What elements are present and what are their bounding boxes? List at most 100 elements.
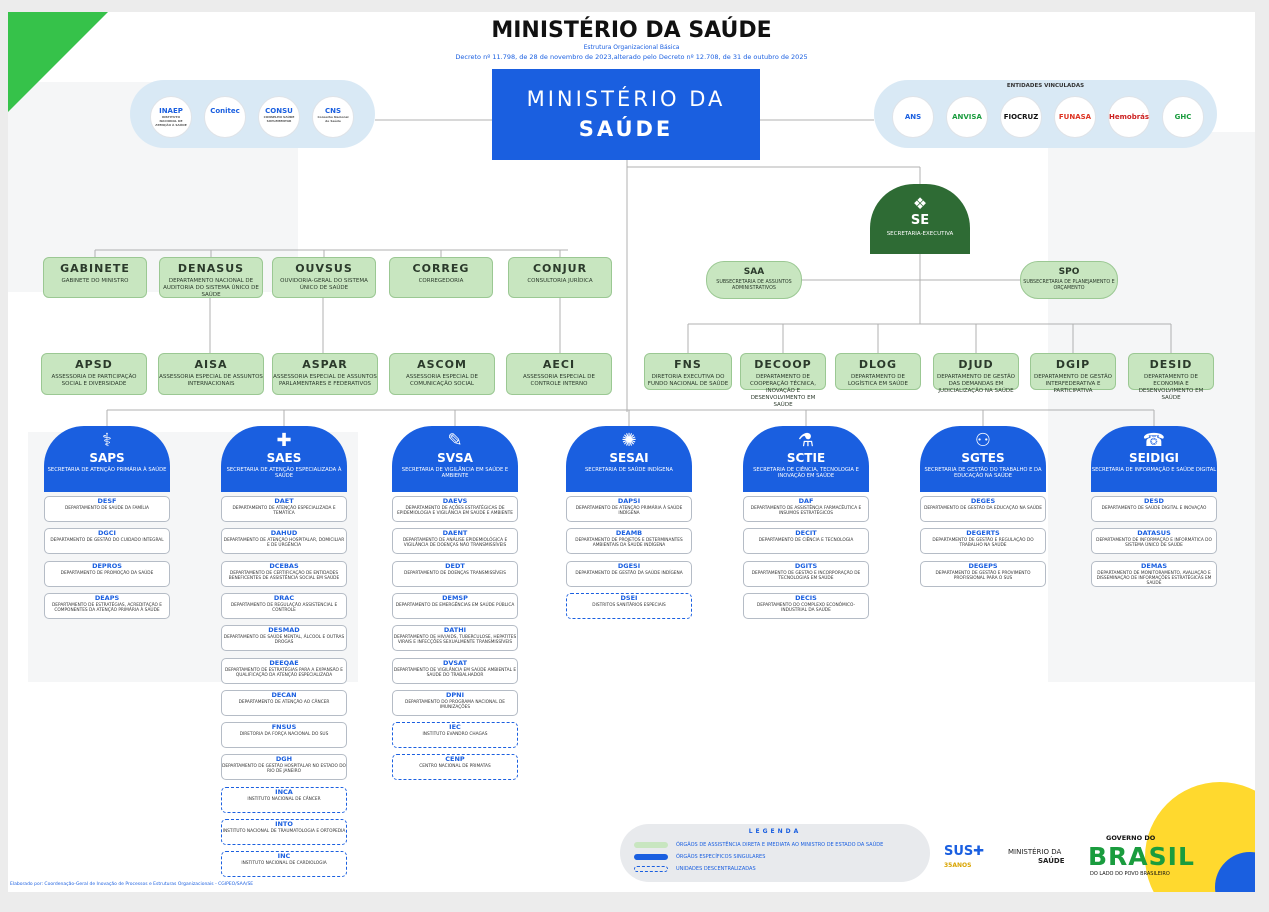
dept-acronym: DAHUD <box>270 529 298 538</box>
secretaria-sesai: ✺SESAI SECRETARIA DE SAÚDE INDÍGENA <box>566 426 692 492</box>
council-logo-label: INAEP <box>159 107 183 115</box>
council-logo-label: CNS <box>324 107 342 115</box>
secretaria-name: SGTES <box>961 451 1005 465</box>
dept-desc: DEPARTAMENTO DE INFORMAÇÃO E INFORMÁTICA… <box>1096 538 1212 549</box>
dept-desc: DEPARTAMENTO DE SAÚDE DIGITAL E INOVAÇÃO <box>1101 506 1207 511</box>
dept-desc: DEPARTAMENTO DO COMPLEXO ECONÔMICO-INDUS… <box>756 602 856 613</box>
dept-acronym: DGITS <box>794 561 818 570</box>
secretaria-desc: SECRETARIA DE GESTÃO DO TRABALHO E DA ED… <box>924 467 1042 479</box>
secretaria-desc: SECRETARIA DE ATENÇÃO PRIMÁRIA À SAÚDE <box>47 467 167 473</box>
unit-ouvsus-name: OUVSUS <box>295 262 353 275</box>
entity-logo-funasa[interactable]: FUNASA <box>1054 96 1096 138</box>
unit-correg-name: CORREG <box>412 262 470 275</box>
dept-desc: DEPARTAMENTO DE ATENÇÃO HOSPITALAR, DOMI… <box>223 538 345 549</box>
dept-desc: DEPARTAMENTO DE GESTÃO DA SAÚDE INDÍGENA <box>575 570 683 576</box>
sus-years: 35ANOS <box>944 862 972 869</box>
linked-entities-title: ENTIDADES VINCULADAS <box>1006 83 1085 89</box>
dept-desc: DEPARTAMENTO DE AÇÕES ESTRATÉGICAS DE EP… <box>397 506 513 516</box>
legend-swatch-green <box>634 842 668 848</box>
dept-desc: INSTITUTO NACIONAL DE CÂNCER <box>247 796 321 802</box>
secretaria-name: SVSA <box>437 451 473 465</box>
sesai-icon: ✺ <box>621 430 637 451</box>
dept-acronym: DSEI <box>620 593 638 602</box>
unit-gabinete-name: GABINETE <box>60 262 130 275</box>
unit-conjur-desc: CONSULTORIA JURÍDICA <box>527 278 593 284</box>
council-logo-sub: INSTITUTO NACIONAL DE ATENÇÃO À SAÚDE <box>155 115 187 127</box>
decree-text: Decreto nº 11.798, de 28 de novembro de … <box>455 53 808 61</box>
sus-label: SUS <box>944 844 974 859</box>
se-unit-desid-name: DESID <box>1149 358 1193 371</box>
legend-item-3: UNIDADES DESCENTRALIZADAS <box>676 866 756 872</box>
pill-desc: SUBSECRETARIA DE ASSUNTOS ADMINISTRATIVO… <box>716 280 792 291</box>
dept-acronym: DAENT <box>442 529 468 538</box>
svsa-icon: ✎ <box>447 430 463 451</box>
se-unit-fns-name: FNS <box>674 358 702 371</box>
dept-acronym: DAPSI <box>617 497 641 505</box>
dept-acronym: DEGEPS <box>968 561 998 570</box>
dept-desc: DEPARTAMENTO DE GESTÃO DA EDUCAÇÃO NA SA… <box>924 506 1042 511</box>
se-unit-decoop-desc: DEPARTAMENTO DE COOPERAÇÃO TÉCNICA, INOV… <box>750 374 816 408</box>
dept-acronym: DAET <box>274 497 294 505</box>
ministry-footer-line2: SAÚDE <box>1038 857 1065 865</box>
gov-brasil-logo: BRASIL <box>1088 842 1195 871</box>
dept-desc: DEPARTAMENTO DE ESTRATÉGIAS, ACREDITAÇÃO… <box>51 602 163 613</box>
dept-acronym: DESF <box>97 497 117 505</box>
secretaria-name: SESAI <box>609 451 649 465</box>
secretaria-desc: SECRETARIA DE SAÚDE INDÍGENA <box>585 467 673 473</box>
entity-logo-ghc[interactable]: GHC <box>1162 96 1204 138</box>
entity-logo-fiocruz[interactable]: FIOCRUZ <box>1000 96 1042 138</box>
dept-desc: DEPARTAMENTO DE GESTÃO E REGULAÇÃO DO TR… <box>932 538 1034 549</box>
puzzle-icon: ❖ <box>912 194 928 213</box>
entity-logo-anvisa[interactable]: ANVISA <box>946 96 988 138</box>
dept-acronym: DAEVS <box>442 497 468 505</box>
unit-ascom-desc: ASSESSORIA ESPECIAL DE COMUNICAÇÃO SOCIA… <box>406 374 478 387</box>
entity-logo-hemobrás[interactable]: Hemobrás <box>1108 96 1150 138</box>
legend-swatch-blue <box>634 854 668 860</box>
legend-title: LEGENDA <box>748 828 802 835</box>
sgtes-icon: ⚇ <box>974 430 992 451</box>
dept-desc: DEPARTAMENTO DE ASSISTÊNCIA FARMACÊUTICA… <box>750 506 862 516</box>
dept-acronym: DEEQAE <box>269 658 299 667</box>
dept-desc: DEPARTAMENTO DE GESTÃO E PROVIMENTO PROF… <box>935 570 1031 581</box>
entity-logo-ans[interactable]: ANS <box>892 96 934 138</box>
dept-acronym: DEAPS <box>94 593 120 602</box>
page-title: MINISTÉRIO DA SAÚDE <box>491 18 772 43</box>
dept-acronym: DECAN <box>271 690 297 699</box>
se-box: ❖ SE SECRETARIA-EXECUTIVA <box>870 184 970 254</box>
dept-acronym: DESMAD <box>268 626 300 635</box>
ministry-line-2: SAÚDE <box>578 117 674 141</box>
se-unit-decoop-name: DECOOP <box>754 358 812 371</box>
dept-desc: INSTITUTO EVANDRO CHAGAS <box>422 732 488 738</box>
secretaria-name: SCTIE <box>786 451 826 465</box>
dept-desc: DEPARTAMENTO DE SAÚDE DA FAMÍLIA <box>65 506 149 511</box>
council-logo-label: CONSU <box>265 107 293 115</box>
dept-desc: DEPARTAMENTO DE CERTIFICAÇÃO DE ENTIDADE… <box>228 570 340 581</box>
saps-icon: ⚕ <box>102 430 112 451</box>
pill-desc: SUBSECRETARIA DE PLANEJAMENTO E ORÇAMENT… <box>1023 280 1115 291</box>
dept-acronym: DVSAT <box>442 658 468 667</box>
dept-acronym: INTO <box>275 820 293 828</box>
dept-desc: DEPARTAMENTO DE ATENÇÃO PRIMÁRIA À SAÚDE… <box>575 506 683 516</box>
